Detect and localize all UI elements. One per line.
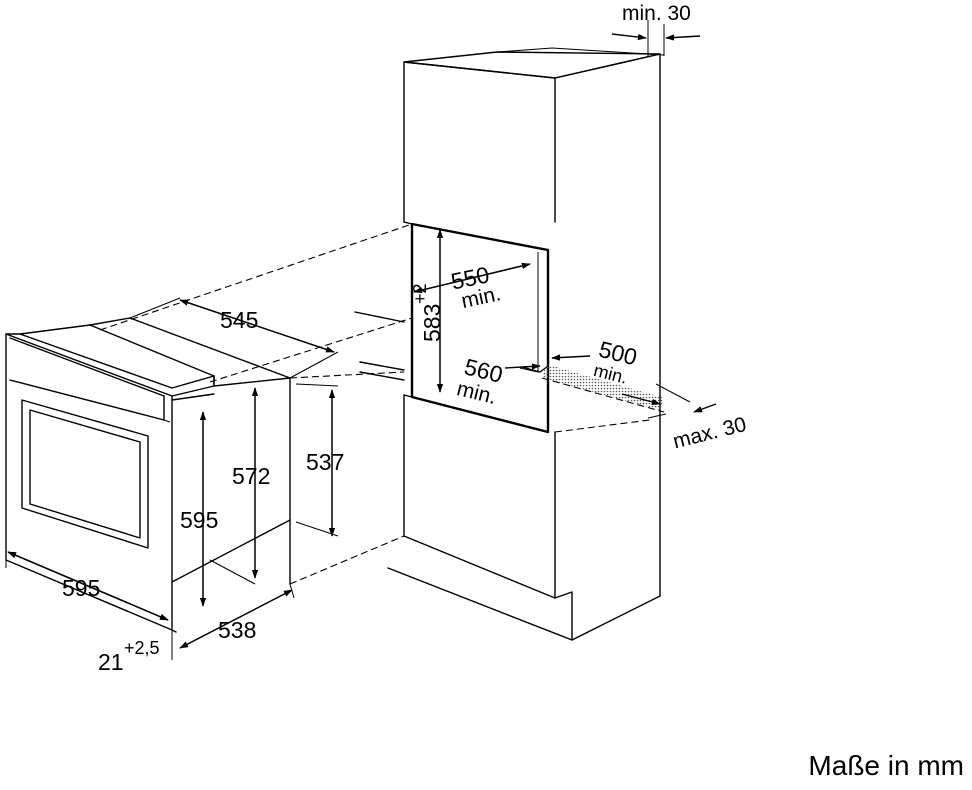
dim-538-line	[179, 589, 293, 649]
dim-550-line	[413, 262, 531, 294]
niche-inner-corner	[519, 252, 539, 373]
dim-545-line	[179, 299, 335, 353]
shelf-edge-upper	[359, 361, 405, 371]
oven-body-top	[89, 317, 291, 585]
label-595-width: 595	[62, 575, 100, 601]
label-545: 545	[220, 307, 258, 333]
ventilation-slot	[542, 364, 664, 410]
niche-frame	[410, 222, 550, 434]
cabinet-floor-line	[387, 567, 573, 641]
oven-front-top-edge	[5, 333, 173, 389]
shelf-edge-lower	[359, 371, 405, 381]
projection-lines	[99, 223, 413, 585]
cabinet-side	[554, 53, 661, 597]
label-595-height: 595	[180, 507, 218, 533]
label-537: 537	[306, 449, 344, 475]
label-max-30: max. 30	[671, 413, 749, 453]
cabinet-top	[403, 51, 661, 79]
cabinet-dimensions	[413, 20, 717, 419]
shelf-edge-top	[354, 311, 405, 323]
label-min-30: min. 30	[622, 2, 691, 25]
label-572: 572	[232, 463, 270, 489]
dim-595-width-line	[7, 551, 169, 621]
cabinet-plinth	[403, 535, 661, 641]
label-21-tolerance: +2,5	[124, 638, 160, 658]
units-caption: Maße in mm	[808, 750, 964, 781]
tall-cabinet	[354, 47, 665, 641]
label-583-tolerance: +2	[410, 283, 430, 304]
label-21: 21	[98, 649, 124, 675]
cabinet-front-upper	[403, 61, 556, 223]
oven-control-strip	[9, 379, 165, 421]
cabinet-top-back-edge	[496, 47, 665, 56]
oven-window-inner	[29, 409, 141, 539]
oven-body-bottom	[171, 519, 291, 583]
oven-window-outer	[21, 399, 149, 549]
oven-dimensions	[5, 297, 339, 660]
label-583: 583	[419, 304, 445, 342]
label-538: 538	[218, 617, 256, 643]
